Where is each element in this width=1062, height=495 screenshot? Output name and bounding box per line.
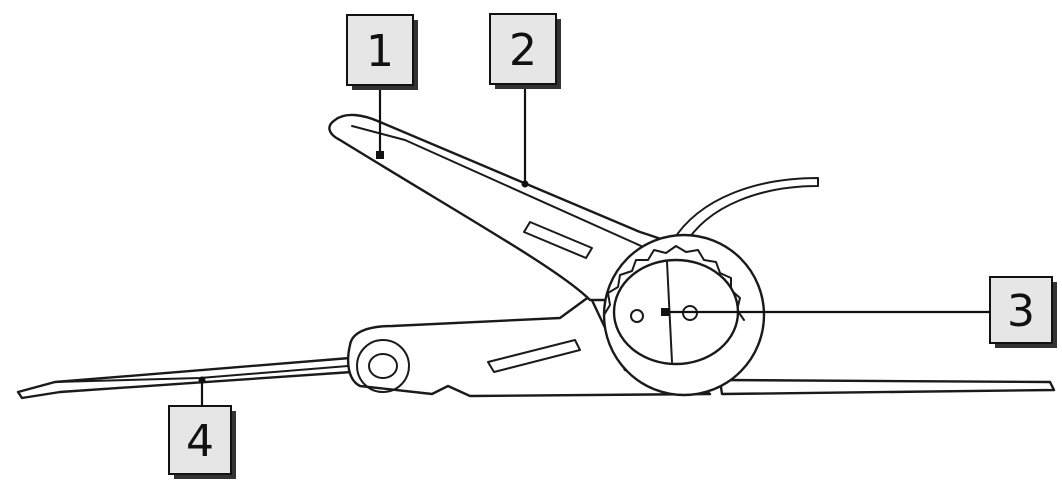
callout-3: 3: [989, 276, 1057, 348]
leader-1-marker: [376, 151, 384, 159]
spool-hole-left: [630, 309, 644, 323]
release-spring: [671, 177, 819, 247]
callout-2: 2: [489, 13, 561, 89]
leader-4-marker: [198, 376, 206, 384]
callout-1: 1: [346, 14, 418, 90]
leader-2-marker: [521, 180, 529, 188]
callout-4: 4: [168, 405, 236, 479]
callout-1-label: 1: [366, 26, 394, 77]
base-pivot-ring: [356, 339, 410, 393]
base-pivot-hole: [368, 353, 398, 379]
callout-4-label: 4: [186, 416, 214, 467]
handle-inner-edge: [351, 125, 651, 251]
right-strap: [718, 378, 1056, 396]
base-slot: [487, 339, 581, 373]
handle-slot: [523, 221, 593, 259]
callout-3-label: 3: [1007, 286, 1035, 337]
callout-2-label: 2: [509, 25, 537, 76]
leader-3-marker: [661, 308, 669, 316]
